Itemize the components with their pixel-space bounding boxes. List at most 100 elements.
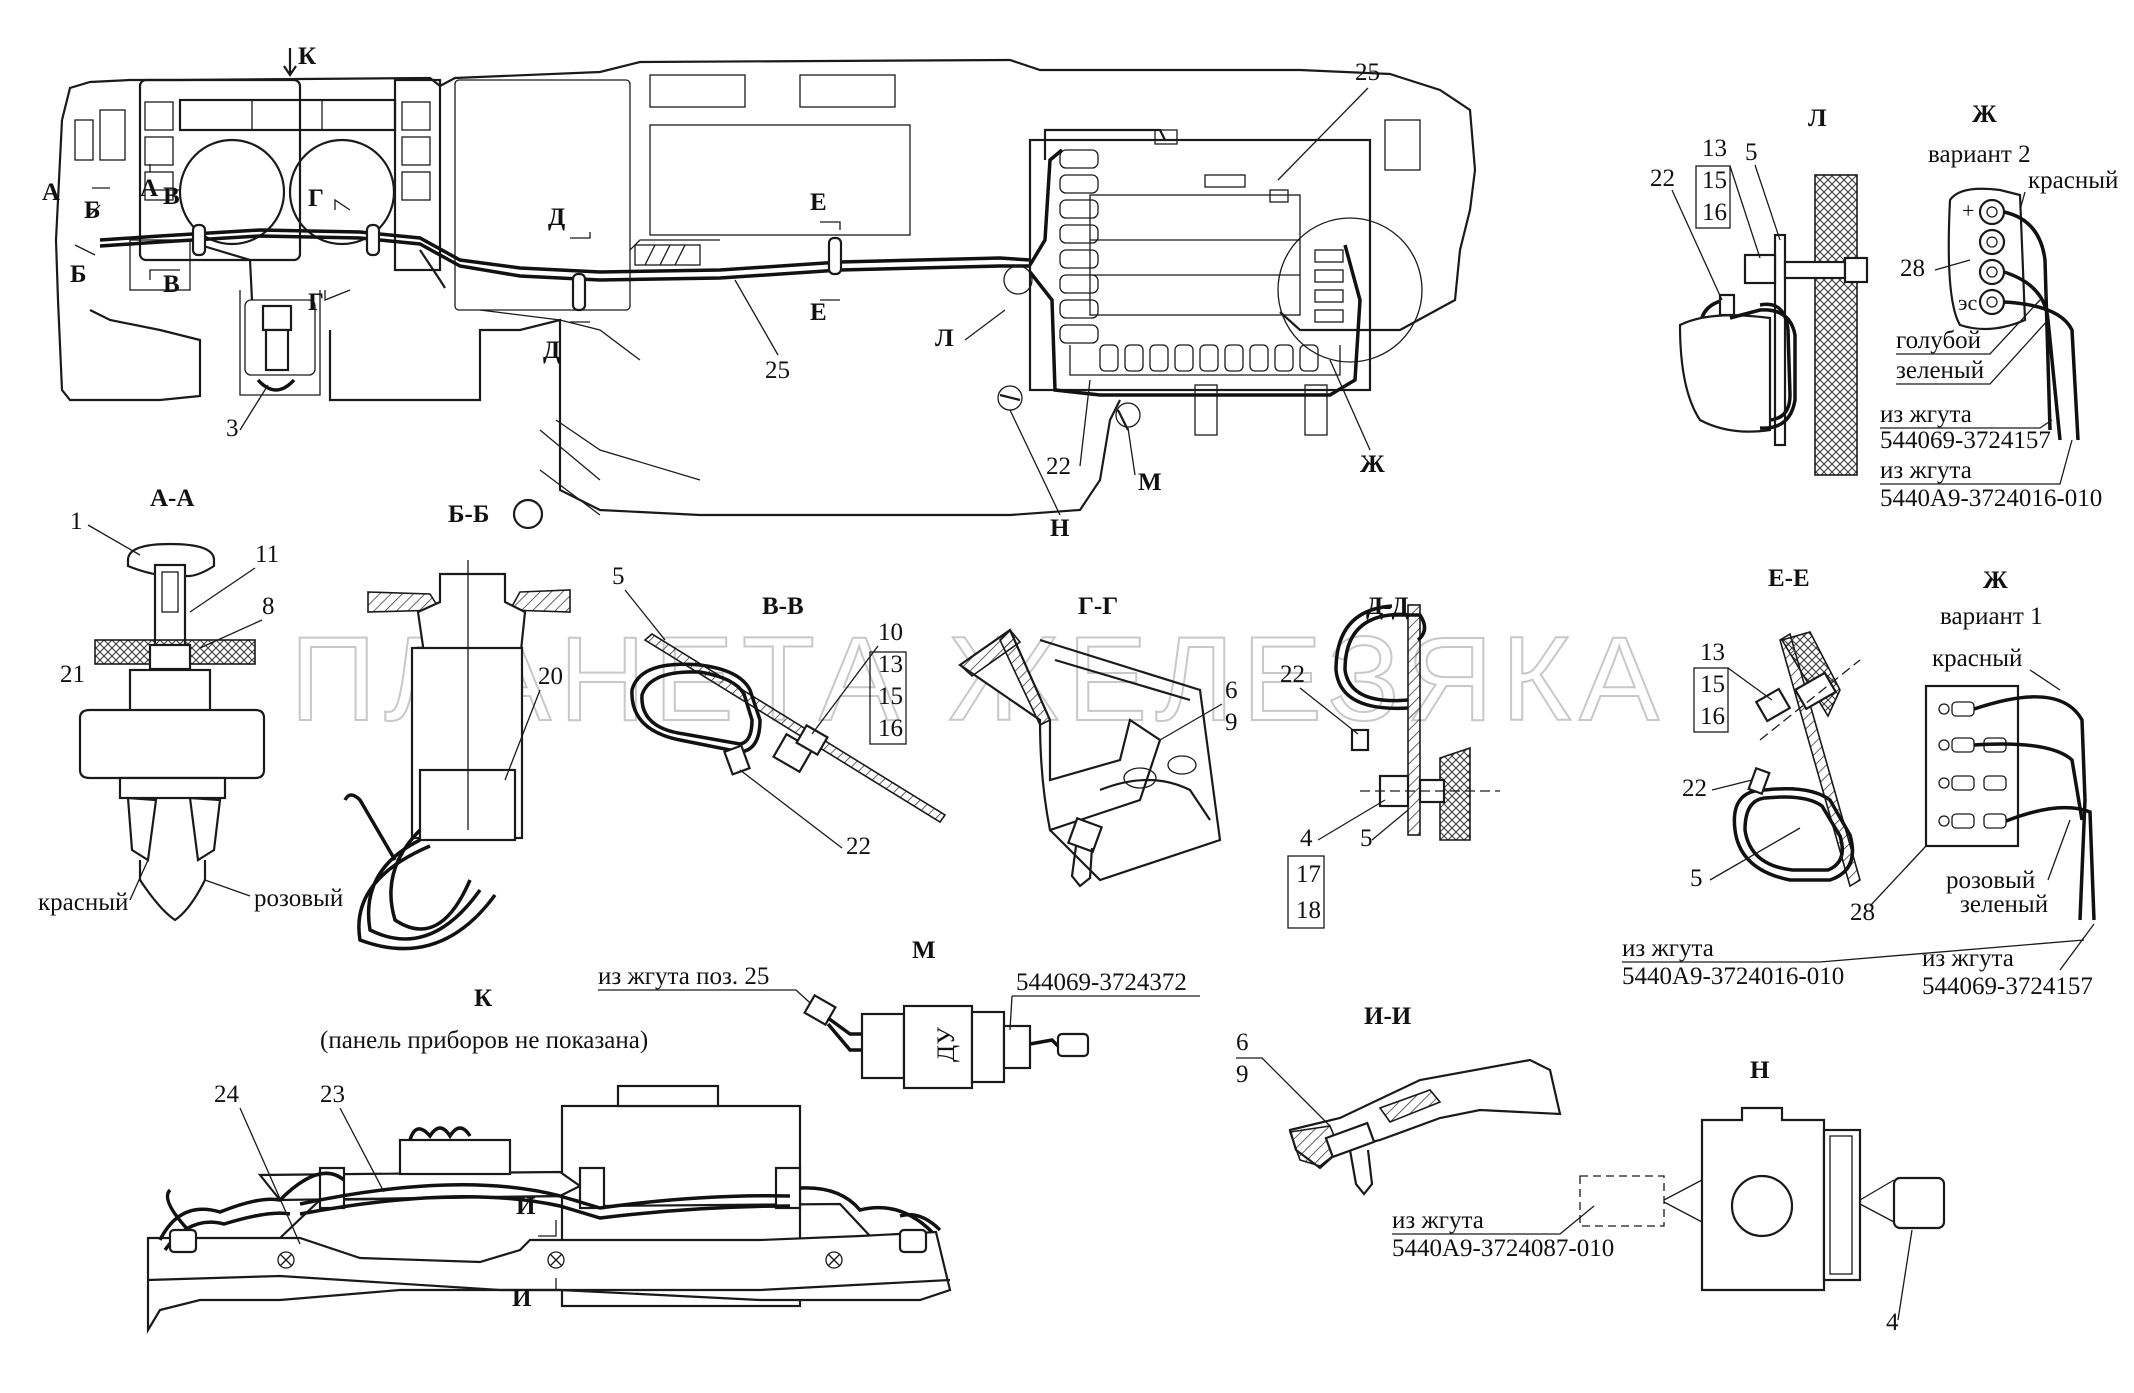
view-zh1-wire-red: красный xyxy=(1932,645,2022,672)
section-gg-pos-9: 9 xyxy=(1225,709,1238,736)
svg-text:+: + xyxy=(1962,198,1974,223)
cut-label-e2: Е xyxy=(810,299,827,326)
section-dd-pos-18: 18 xyxy=(1296,897,1321,924)
view-m-part-number: 544069-3724372 xyxy=(1016,969,1187,996)
view-l-pos-5: 5 xyxy=(1745,139,1758,166)
section-gg: Г-Г 6 9 xyxy=(958,593,1238,888)
cut-label-a2: А xyxy=(140,175,158,202)
section-bb-pos-20: 20 xyxy=(538,663,563,690)
section-aa-wire-pink: розовый xyxy=(254,885,343,912)
view-zh1-harness-1: 5440А9-3724016-010 xyxy=(1622,963,1844,990)
view-n: Н 4 xyxy=(1579,1057,1946,1336)
view-zh2-harness-2: 5440А9-3724016-010 xyxy=(1880,485,2102,512)
main-dashboard-view: К А А Б Б В В Г Г Д Д Е Е Л Н М Ж 3 22 2… xyxy=(42,43,1477,542)
section-vv: В-В 5 10 13 15 16 22 xyxy=(612,563,947,860)
view-k-cut-bottom: И xyxy=(512,1285,532,1312)
view-m: М из жгута поз. 25 ДУ 544069-3724372 xyxy=(598,937,1200,1090)
view-zh-variant-1: Ж вариант 1 красный розовый зеленый 28 и… xyxy=(1622,567,2096,1000)
view-l-pos-15: 15 xyxy=(1702,167,1727,194)
view-zh2-wire-blue: голубой xyxy=(1896,327,1981,354)
section-ii-title: И-И xyxy=(1364,1003,1412,1030)
view-zh1-pos-28: 28 xyxy=(1850,899,1875,926)
view-m-title: М xyxy=(912,937,936,964)
section-aa-pos-11: 11 xyxy=(255,541,279,568)
view-k: К (панель приборов не показана) И И 24 2 xyxy=(146,985,952,1334)
section-ii-from: из жгута xyxy=(1392,1207,1484,1234)
cut-label-a1: А xyxy=(42,179,60,206)
view-n-pos-4: 4 xyxy=(1886,1309,1899,1336)
view-zh1-title: Ж xyxy=(1983,567,2008,594)
view-zh2-from-2: из жгута xyxy=(1880,457,1972,484)
pos-25-top: 25 xyxy=(1355,59,1380,86)
section-ii: И-И 6 9 из жгута 5440А9-3724087-010 xyxy=(1236,1003,1614,1262)
section-aa: А-А 1 11 8 21 красный розовый xyxy=(38,485,343,922)
section-vv-pos-22: 22 xyxy=(846,833,871,860)
view-k-cut-top: И xyxy=(516,1193,536,1220)
cut-label-e1: Е xyxy=(810,189,827,216)
view-zh-variant-2: Ж вариант 2 + эс 28 красный голубой зеле… xyxy=(1880,101,2118,512)
cut-label-d2: Д xyxy=(543,337,560,364)
view-zh2-wire-red: красный xyxy=(2028,167,2118,194)
ecu-block xyxy=(997,128,1423,436)
view-k-pos-23: 23 xyxy=(320,1081,345,1108)
view-zh1-variant: вариант 1 xyxy=(1940,603,2043,630)
cut-label-d1: Д xyxy=(548,204,565,231)
section-ii-harness: 5440А9-3724087-010 xyxy=(1392,1235,1614,1262)
view-k-title: К xyxy=(474,985,492,1012)
section-vv-pos-10: 10 xyxy=(878,619,903,646)
section-aa-pos-1: 1 xyxy=(70,508,83,535)
view-zh1-from-2: из жгута xyxy=(1922,945,2014,972)
section-ee-pos-15: 15 xyxy=(1700,671,1725,698)
section-ee-pos-16: 16 xyxy=(1700,703,1725,730)
view-l-pos-16: 16 xyxy=(1702,199,1727,226)
view-l-pos-13: 13 xyxy=(1702,135,1727,162)
section-aa-pos-8: 8 xyxy=(262,593,275,620)
section-dd-pos-22: 22 xyxy=(1280,661,1305,688)
section-vv-pos-5: 5 xyxy=(612,563,625,590)
view-k-pos-24: 24 xyxy=(214,1081,240,1108)
view-zh2-from-1: из жгута xyxy=(1880,401,1972,428)
section-markers xyxy=(74,164,841,323)
view-n-title: Н xyxy=(1750,1057,1770,1084)
view-l-title: Л xyxy=(1808,105,1827,132)
view-k-note: (панель приборов не показана) xyxy=(320,1027,648,1054)
section-aa-pos-21: 21 xyxy=(60,661,85,688)
pos-22-main: 22 xyxy=(1046,453,1071,480)
section-ee-title: Е-Е xyxy=(1768,565,1810,592)
view-label-l: Л xyxy=(935,325,954,352)
cut-label-v1: В xyxy=(163,183,180,210)
cut-label-g1: Г xyxy=(308,185,324,212)
cut-label-b1: Б xyxy=(84,197,101,224)
view-k-arrow-label: К xyxy=(298,43,316,70)
section-ee-pos-22: 22 xyxy=(1682,775,1707,802)
cut-label-v2: В xyxy=(163,271,180,298)
section-vv-title: В-В xyxy=(762,593,804,620)
view-m-device-label: ДУ xyxy=(933,1027,960,1062)
cut-label-b2: Б xyxy=(70,261,87,288)
section-bb: Б-Б 20 xyxy=(343,498,571,951)
section-gg-title: Г-Г xyxy=(1078,593,1118,620)
section-dd-pos-4: 4 xyxy=(1300,825,1313,852)
view-zh2-title: Ж xyxy=(1972,101,1997,128)
section-ee-pos-5: 5 xyxy=(1690,865,1703,892)
section-vv-pos-13: 13 xyxy=(878,651,903,678)
view-zh1-wire-pink: розовый xyxy=(1946,867,2035,894)
view-zh1-wire-green: зеленый xyxy=(1960,891,2048,918)
section-bb-title: Б-Б xyxy=(448,501,489,528)
view-label-m: М xyxy=(1138,469,1162,496)
section-aa-title: А-А xyxy=(150,485,194,512)
section-aa-wire-red: красный xyxy=(38,889,128,916)
view-label-n: Н xyxy=(1050,515,1070,542)
view-l-pos-22: 22 xyxy=(1650,165,1675,192)
view-zh2-variant: вариант 2 xyxy=(1928,141,2031,168)
view-zh2-harness-1: 544069-3724157 xyxy=(1880,427,2051,454)
section-dd-pos-5: 5 xyxy=(1360,825,1373,852)
section-dd: Д-Д 22 4 17 18 5 xyxy=(1280,593,1500,929)
section-gg-pos-6: 6 xyxy=(1225,677,1238,704)
section-ee-pos-13: 13 xyxy=(1700,639,1725,666)
section-ee: Е-Е 13 15 16 22 5 xyxy=(1682,565,1861,892)
view-label-zh: Ж xyxy=(1360,451,1385,478)
section-vv-pos-15: 15 xyxy=(878,683,903,710)
